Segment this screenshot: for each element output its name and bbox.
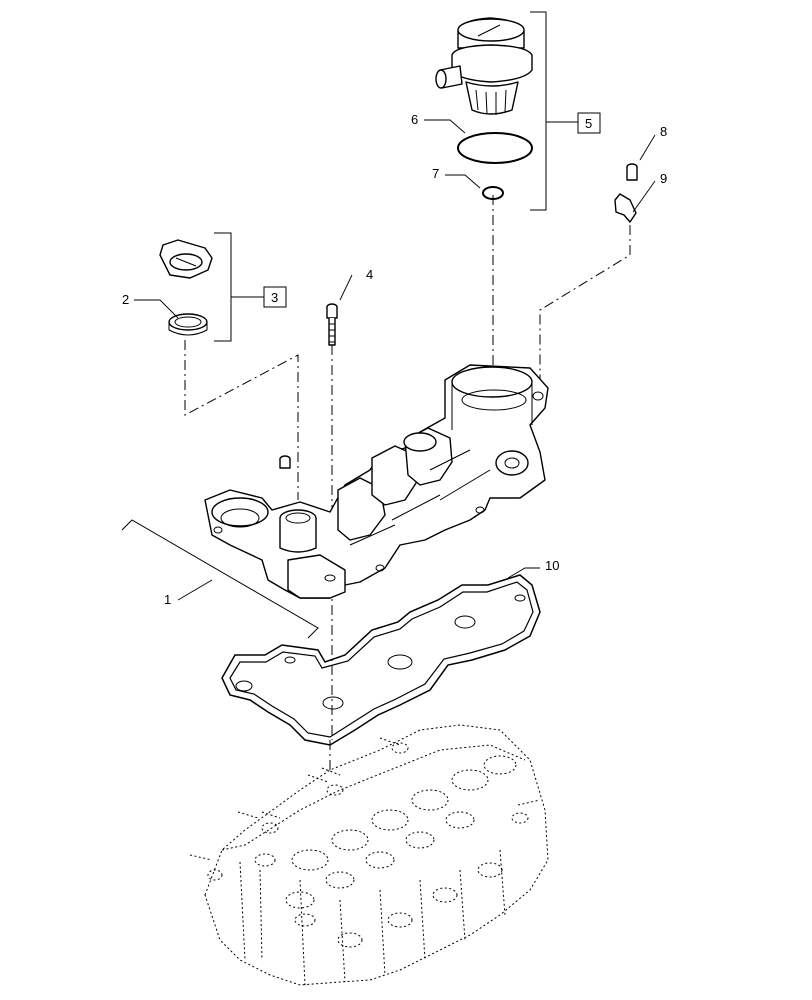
o-ring-small-part xyxy=(482,186,504,200)
oil-filler-cap-part xyxy=(159,239,213,279)
callout-2: 2 xyxy=(122,292,129,307)
dowel-part xyxy=(279,455,291,469)
bracket-1 xyxy=(121,519,319,639)
assembly-centerlines xyxy=(184,195,631,780)
bracket-3 xyxy=(214,232,264,342)
callout-5-box xyxy=(577,112,601,134)
callout-labels: 1 2 3 4 5 6 7 8 9 10 xyxy=(122,112,667,607)
breather-valve-part xyxy=(435,17,533,115)
clip-part-9 xyxy=(614,193,637,223)
callout-6: 6 xyxy=(411,112,418,127)
o-ring-large-part xyxy=(457,132,533,164)
cylinder-head-reference xyxy=(189,724,549,986)
bolt-part-4 xyxy=(326,303,338,346)
callout-8: 8 xyxy=(660,124,667,139)
bracket-5 xyxy=(530,11,578,211)
gasket-part xyxy=(221,574,541,746)
valve-cover-part xyxy=(204,364,549,599)
screw-part-8 xyxy=(626,163,638,181)
callout-leaders xyxy=(134,119,656,579)
callout-9: 9 xyxy=(660,171,667,186)
callout-3-box xyxy=(263,286,287,308)
callout-3: 3 xyxy=(271,290,278,305)
callout-7: 7 xyxy=(432,166,439,181)
callout-5: 5 xyxy=(585,116,592,131)
callout-1: 1 xyxy=(164,592,171,607)
callout-4: 4 xyxy=(366,267,373,282)
callout-10: 10 xyxy=(545,558,559,573)
cap-seal-part xyxy=(168,313,208,336)
